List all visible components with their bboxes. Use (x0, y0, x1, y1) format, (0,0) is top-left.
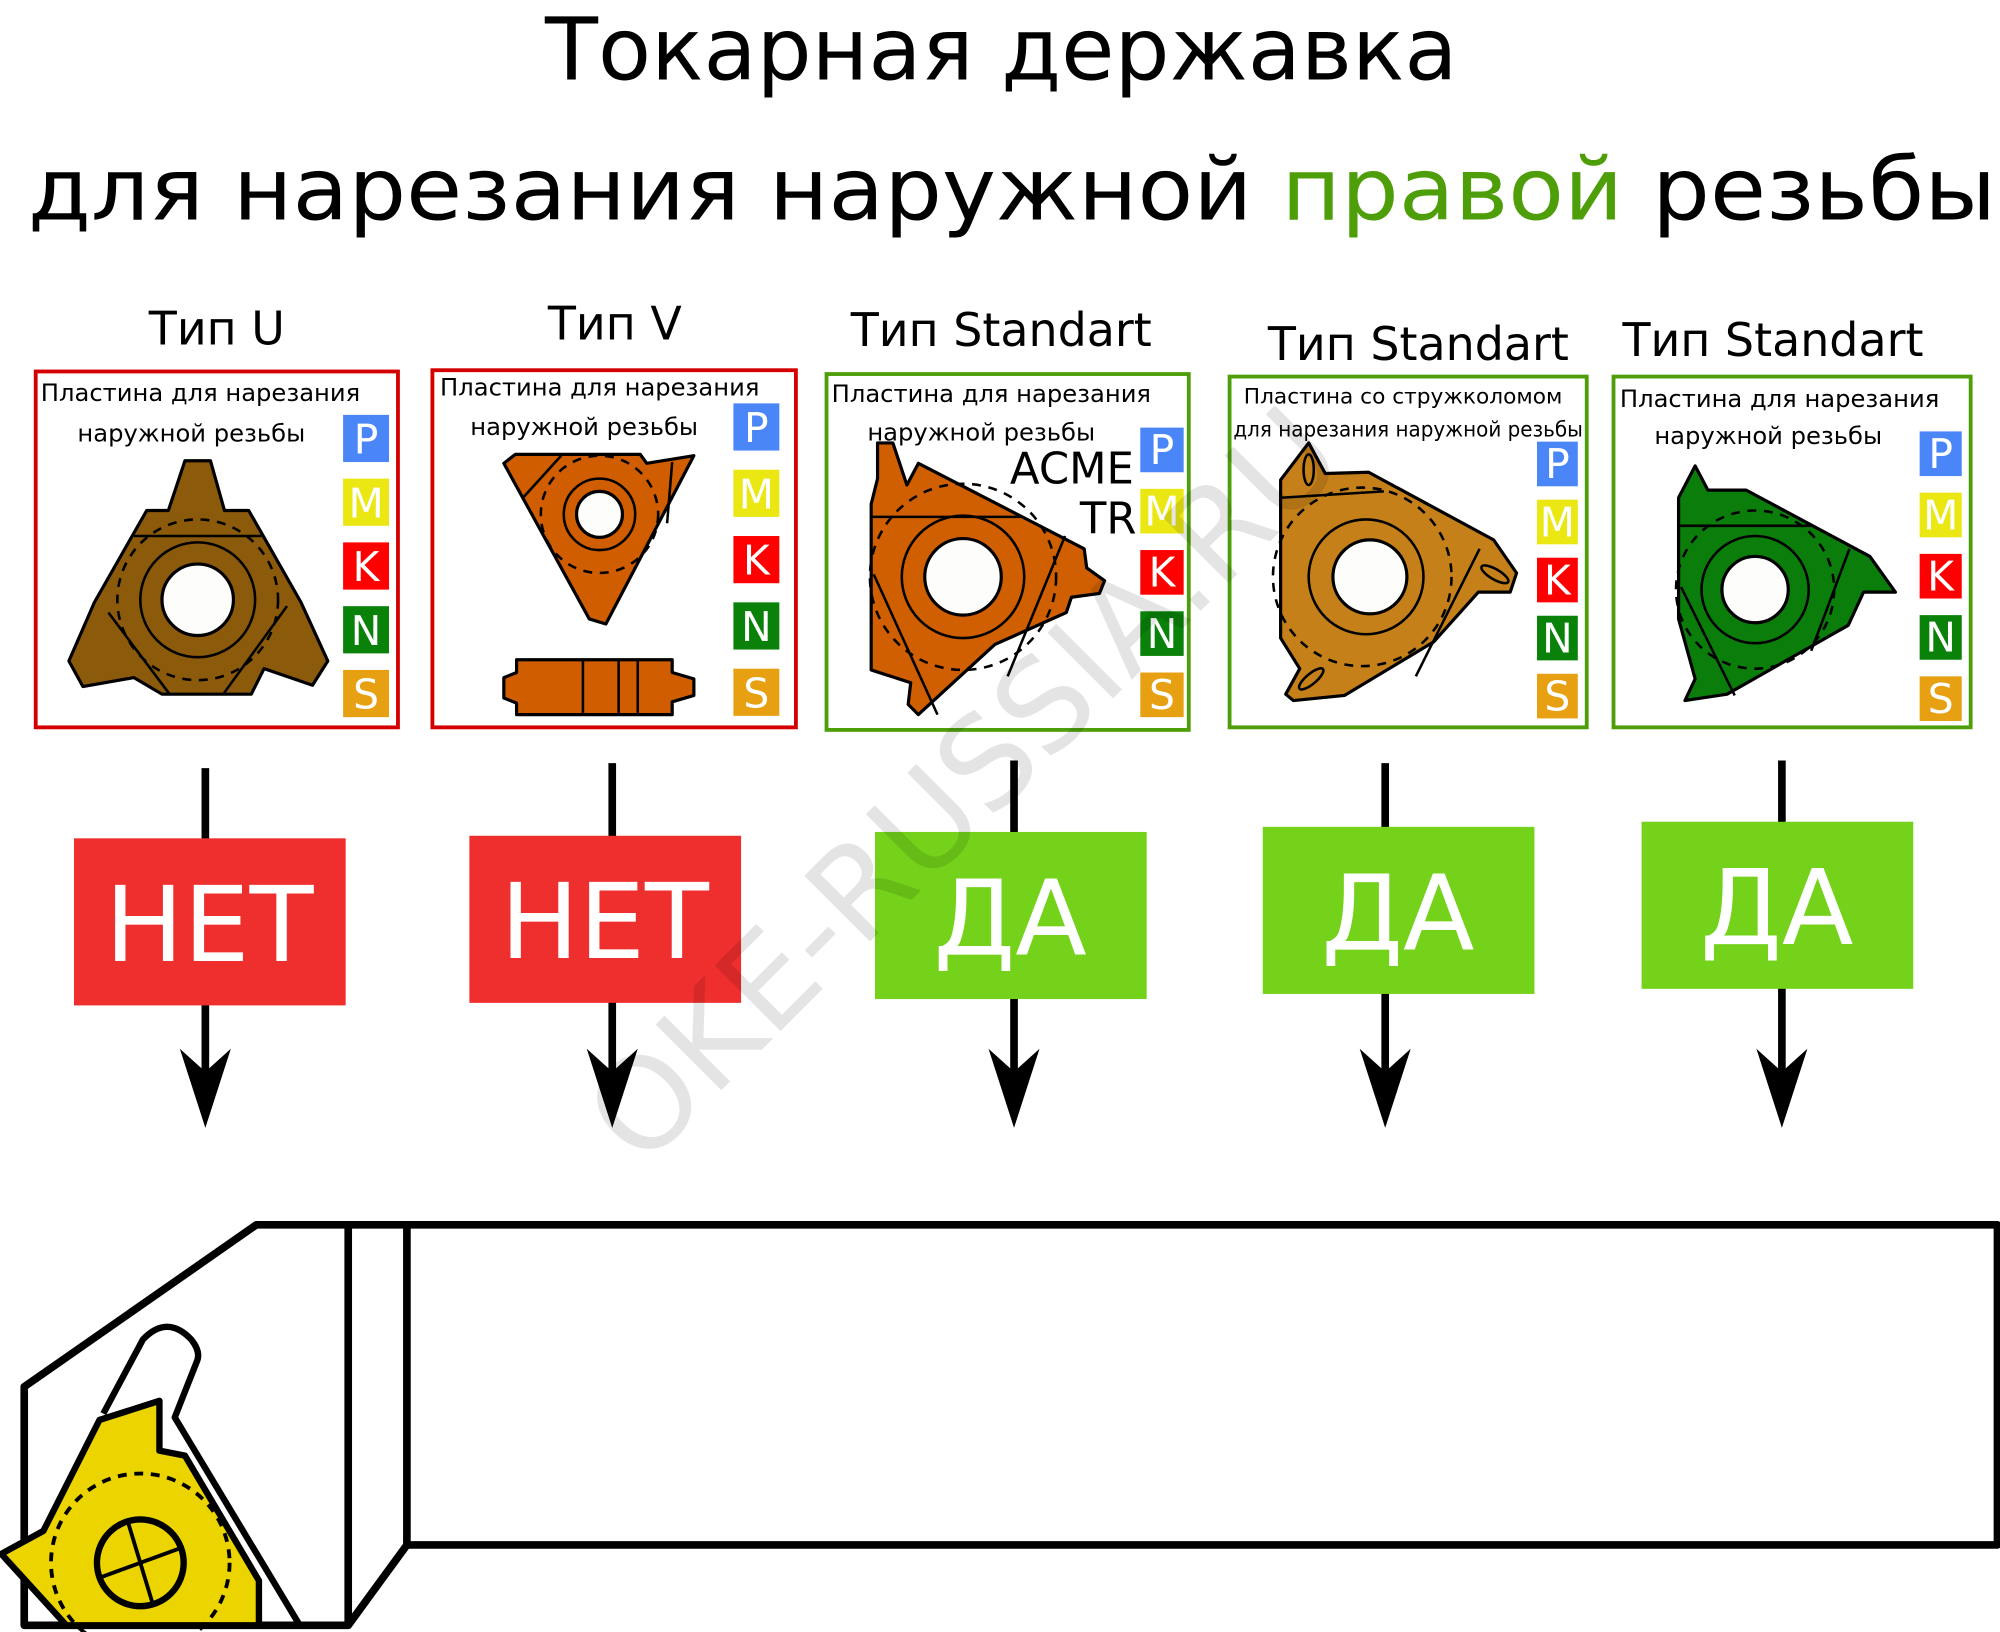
material-badge-letter: S (1149, 671, 1175, 719)
material-badge-s (1140, 672, 1184, 718)
card-description-line-1: Пластина со стружколомом (1244, 384, 1563, 409)
card-title: Тип Standart (1621, 313, 1923, 367)
material-badge-letter: K (1544, 556, 1572, 604)
title-line-1: Токарная державка (544, 0, 1457, 100)
material-badge-n (343, 606, 390, 654)
card-title: Тип Standart (1267, 317, 1569, 371)
tool-holder-illustration (0, 1220, 2000, 1632)
card-description-line-1: Пластина для нарезания (41, 379, 360, 407)
card-description-line-1: Пластина для нарезания (440, 374, 759, 402)
card-title: Тип V (547, 297, 682, 351)
material-badge-k (1536, 557, 1578, 603)
material-badge-letter: M (739, 470, 774, 518)
material-badge-letter: P (744, 404, 769, 452)
card-title: Тип Standart (850, 303, 1152, 357)
material-badge-letter: K (743, 537, 771, 585)
material-badge-k (1140, 550, 1184, 595)
material-badge-letter: K (1927, 552, 1955, 600)
insert-type-v-illustration (502, 452, 696, 717)
verdict-label: ДА (1321, 852, 1474, 974)
material-badge-letter: S (743, 669, 769, 717)
material-badge-m (1919, 492, 1962, 538)
material-badge-p (1140, 427, 1184, 473)
holder-body (20, 1220, 2000, 1630)
material-badge-letter: S (1544, 672, 1570, 720)
title-accent-word: правой (1281, 140, 1623, 241)
material-badge-p (733, 403, 780, 451)
material-badge-n (1536, 615, 1578, 661)
material-badge-letter: M (1540, 498, 1575, 546)
material-badge-letter: P (354, 416, 379, 464)
material-badge-letter: M (1923, 491, 1958, 539)
material-badge-letter: N (351, 607, 382, 655)
material-badge-k (1919, 553, 1962, 599)
material-badge-s (733, 668, 780, 716)
card-description-line-1: Пластина для нарезания (1620, 385, 1939, 413)
verdict-label: ДА (934, 857, 1087, 979)
material-badge-m (1140, 488, 1184, 534)
material-badge-n (1919, 615, 1962, 660)
verdict-box (1641, 821, 1914, 989)
card-title: Тип U (148, 302, 285, 356)
verdict-box (469, 835, 742, 1003)
card-description-line-2: наружной резьбы (77, 420, 305, 448)
verdict-label: НЕТ (500, 861, 710, 983)
material-badge-n (733, 602, 780, 650)
material-badge-letter: N (1147, 610, 1178, 658)
verdicts: НЕТ НЕТ ДА ДА ДА (73, 821, 1914, 1006)
material-badge-s (343, 669, 390, 718)
material-badge-m (1536, 499, 1578, 545)
title-line-2-end: резьбы (1652, 140, 1996, 241)
card-description-line-2: для нарезания наружной резьбы (1233, 418, 1582, 443)
insert-type-u-illustration (67, 459, 330, 696)
material-badge-p (1536, 441, 1578, 487)
card-description-line-2: наружной резьбы (867, 418, 1095, 446)
material-badge-k (343, 542, 390, 590)
material-badge-letter: S (1928, 675, 1954, 723)
title-line-2-start: для нарезания наружной (28, 140, 1252, 241)
material-badge-letter: K (1149, 549, 1177, 597)
material-badge-letter: M (348, 479, 383, 527)
thread-type-acme: ACME (1010, 445, 1134, 495)
arrow-head-icon (1756, 1048, 1808, 1128)
material-badge-m (733, 469, 780, 517)
material-badge-letter: N (1925, 614, 1956, 662)
verdict-label: ДА (1700, 847, 1853, 969)
material-badge-m (343, 478, 390, 526)
arrow-head-icon (988, 1048, 1040, 1128)
material-badge-letter: P (1150, 426, 1175, 474)
material-badge-p (1919, 431, 1962, 477)
card-description-line-2: наружной резьбы (470, 413, 698, 441)
verdict-box (73, 838, 346, 1006)
material-badge-n (1140, 611, 1184, 656)
material-badge-k (733, 536, 780, 584)
verdict-label: НЕТ (105, 864, 315, 986)
title-line-2: для нарезания наружной правой резьбы (28, 140, 1996, 241)
material-badge-letter: K (353, 543, 381, 591)
card-description-line-1: Пластина для нарезания (832, 380, 1151, 408)
arrow-head-icon (179, 1048, 231, 1128)
material-badge-letter: N (741, 603, 772, 651)
verdict-box (875, 831, 1147, 1000)
thread-type-tr: TR (1079, 494, 1137, 544)
material-badge-letter: N (1542, 614, 1573, 662)
arrow-head-icon (586, 1048, 638, 1128)
material-badge-letter: P (1928, 430, 1953, 478)
insert-chipbreaker-illustration (1271, 441, 1519, 703)
insert-standart-acme-illustration (868, 441, 1107, 717)
material-badge-p (343, 414, 390, 463)
arrow-head-icon (1359, 1048, 1411, 1128)
material-badge-s (1536, 673, 1578, 719)
holder-insert (0, 1397, 263, 1629)
card-description-line-2: наружной резьбы (1654, 422, 1882, 450)
verdict-box (1262, 826, 1535, 994)
material-badge-s (1919, 676, 1962, 721)
material-badge-letter: M (1144, 487, 1179, 535)
insert-standart-green-illustration (1674, 464, 1898, 703)
material-badge-letter: S (353, 671, 379, 719)
material-badge-letter: P (1545, 440, 1570, 488)
